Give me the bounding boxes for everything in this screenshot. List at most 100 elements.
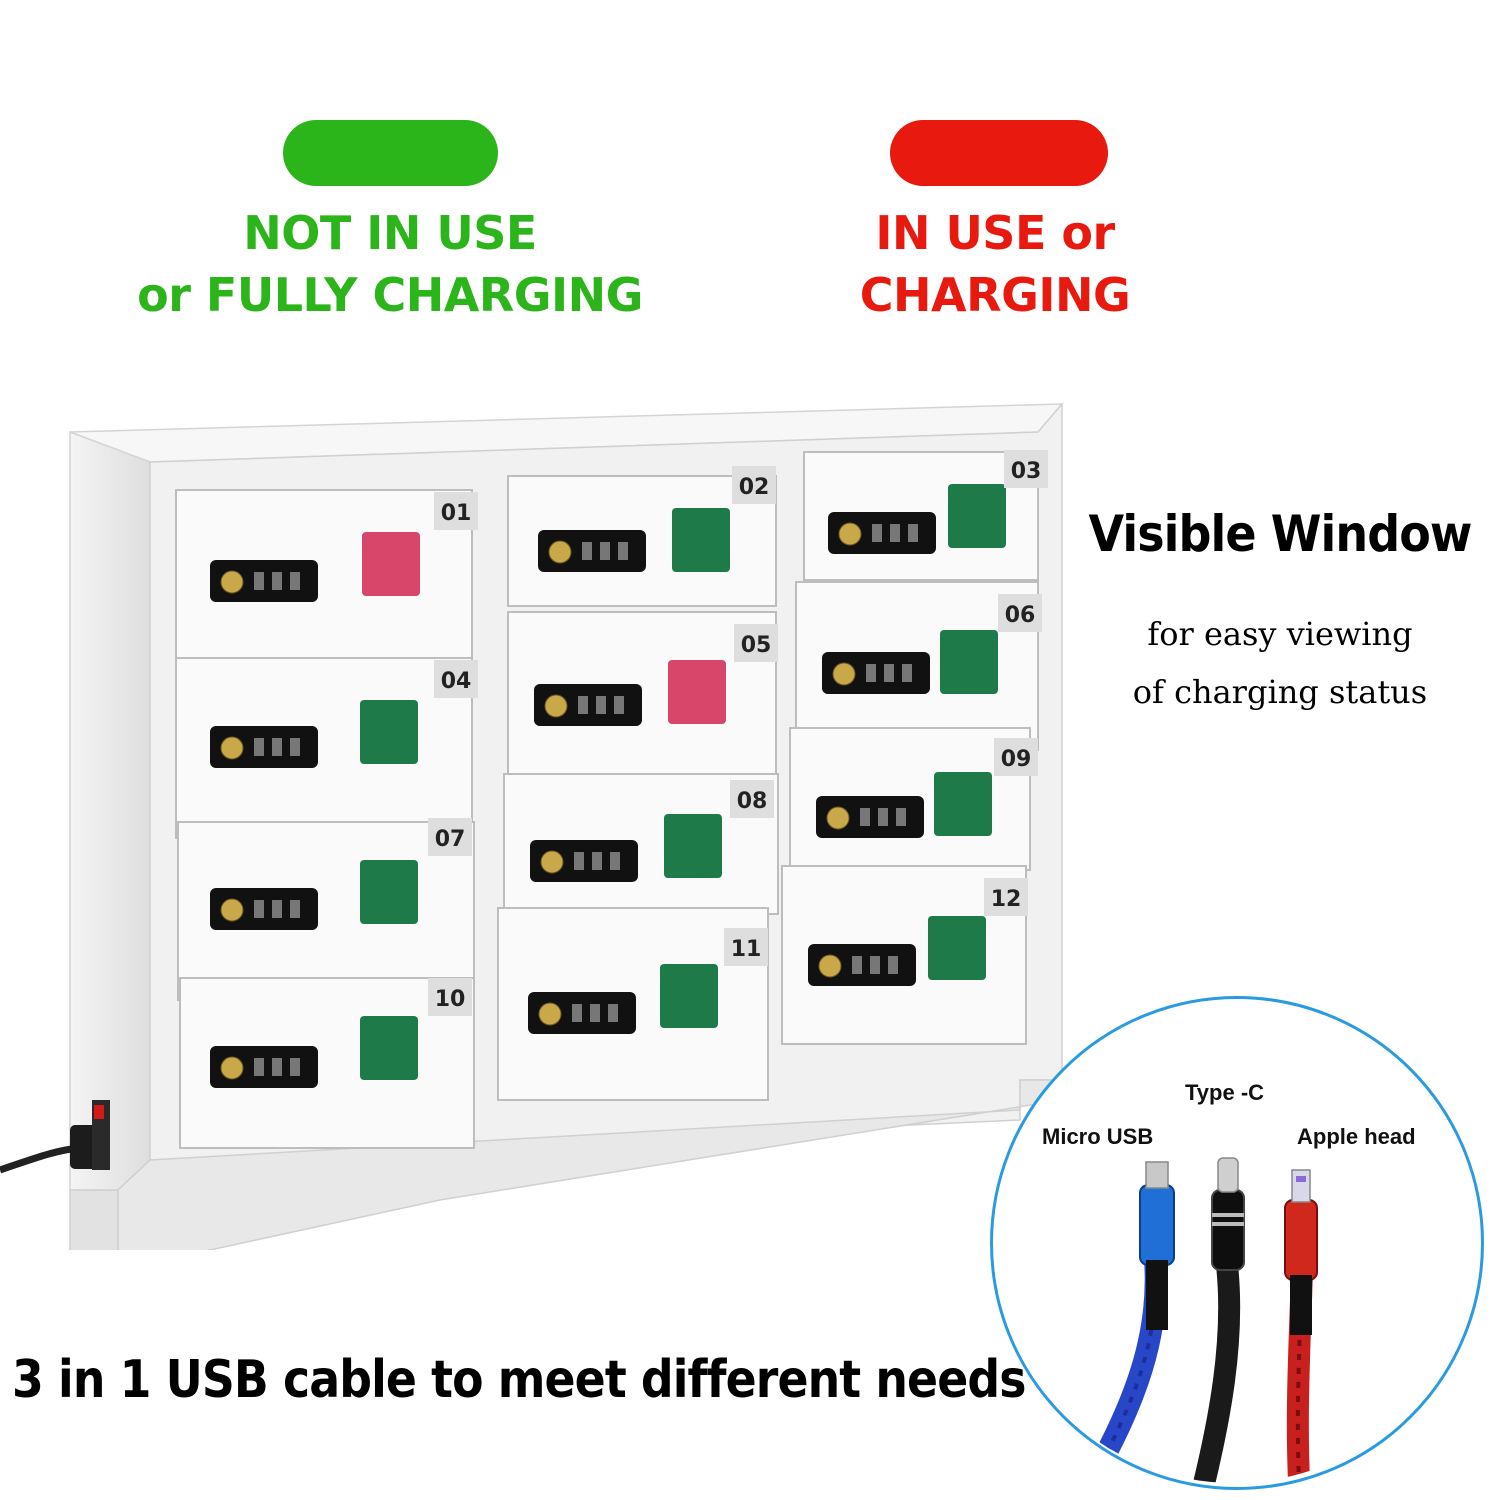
lock-dial <box>254 1058 264 1076</box>
in-use-legend-line1: IN USE or <box>875 206 1115 260</box>
locker-number: 03 <box>1011 459 1042 484</box>
micro-usb-tip <box>1145 1161 1169 1189</box>
lock-dial <box>290 1058 300 1076</box>
locker-number: 04 <box>441 669 472 694</box>
lock-dial <box>574 852 584 870</box>
status-window-red <box>668 660 726 724</box>
status-window-green <box>928 916 986 980</box>
visible-window-line2: of charging status <box>1132 673 1428 711</box>
lock-dial <box>608 1004 618 1022</box>
key-cylinder-icon <box>544 694 568 718</box>
status-window-green <box>360 860 418 924</box>
available-legend-line2: or FULLY CHARGING <box>137 268 643 322</box>
status-window-green <box>664 814 722 878</box>
key-cylinder-icon <box>540 850 564 874</box>
bottom-caption: 3 in 1 USB cable to meet different needs <box>12 1350 1026 1410</box>
key-cylinder-icon <box>220 1056 244 1080</box>
type-c-label: Type -C <box>1185 1080 1265 1105</box>
locker-number: 12 <box>991 887 1022 912</box>
lock-dial <box>908 524 918 542</box>
locker-number-badge <box>734 624 778 662</box>
available-legend-line1: NOT IN USE <box>243 206 537 260</box>
locker-number-badge <box>428 978 472 1016</box>
lock-dial <box>272 900 282 918</box>
locker-number: 07 <box>435 827 466 852</box>
status-window-green <box>948 484 1006 548</box>
key-cylinder-icon <box>538 1002 562 1026</box>
locker-number-badge <box>998 594 1042 632</box>
lock-dial <box>890 524 900 542</box>
lock-dial <box>884 664 894 682</box>
locker-05: 05 <box>507 611 778 791</box>
locker-number-badge <box>994 738 1038 776</box>
micro-usb-connector <box>1139 1184 1175 1266</box>
type-c-tip <box>1217 1157 1239 1193</box>
key-cylinder-icon <box>220 736 244 760</box>
lock-dial <box>860 808 870 826</box>
lock-dial <box>582 542 592 560</box>
locker-number: 10 <box>435 987 466 1012</box>
lock-dial <box>254 900 264 918</box>
locker-03: 03 <box>803 450 1048 581</box>
lock-dial <box>578 696 588 714</box>
key-cylinder-icon <box>220 898 244 922</box>
locker-02: 02 <box>507 466 777 607</box>
locker-number: 11 <box>731 937 762 962</box>
status-window-red <box>362 532 420 596</box>
type-c-cable <box>1189 1263 1241 1483</box>
lock-dial <box>870 956 880 974</box>
locker-04: 04 <box>175 657 478 839</box>
status-window-green <box>934 772 992 836</box>
apple-head-label: Apple head <box>1297 1124 1416 1149</box>
apple-connector <box>1284 1199 1318 1281</box>
lock-dial <box>272 572 282 590</box>
locker-number-badge <box>984 878 1028 916</box>
in-use-indicator-pill <box>890 120 1108 186</box>
lock-dial <box>614 696 624 714</box>
locker-number: 02 <box>739 475 770 500</box>
locker-10: 10 <box>179 977 475 1149</box>
locker-number: 08 <box>737 789 768 814</box>
lock-dial <box>872 524 882 542</box>
lock-dial <box>272 1058 282 1076</box>
lock-dial <box>902 664 912 682</box>
lock-dial <box>610 852 620 870</box>
power-switch <box>94 1105 104 1119</box>
micro-usb-cable <box>1070 1259 1167 1483</box>
type-c-connector <box>1211 1189 1245 1271</box>
locker-07: 07 <box>177 818 475 1001</box>
locker-number: 01 <box>441 501 472 526</box>
available-legend-text: NOT IN USE or FULLY CHARGING <box>120 202 660 326</box>
in-use-legend-line2: CHARGING <box>859 268 1131 322</box>
visible-window-line1: for easy viewing <box>1147 615 1413 653</box>
locker-number-badge <box>1004 450 1048 488</box>
micro-usb-label: Micro USB <box>1042 1124 1154 1149</box>
status-window-green <box>940 630 998 694</box>
key-cylinder-icon <box>818 954 842 978</box>
locker-number-badge <box>724 928 768 966</box>
locker-number-badge <box>732 466 776 504</box>
lock-dial <box>878 808 888 826</box>
locker-number: 06 <box>1005 603 1036 628</box>
lock-dial <box>290 572 300 590</box>
lock-dial <box>866 664 876 682</box>
locker-number-badge <box>434 492 478 530</box>
lock-dial <box>888 956 898 974</box>
lock-dial <box>618 542 628 560</box>
status-window-green <box>672 508 730 572</box>
lock-dial <box>254 738 264 756</box>
locker-06: 06 <box>795 581 1042 751</box>
lock-dial <box>290 738 300 756</box>
locker-11: 11 <box>497 907 769 1101</box>
key-cylinder-icon <box>220 570 244 594</box>
status-window-green <box>360 1016 418 1080</box>
lock-dial <box>852 956 862 974</box>
locker-12: 12 <box>781 865 1028 1045</box>
lock-dial <box>254 572 264 590</box>
lock-dial <box>596 696 606 714</box>
status-window-green <box>660 964 718 1028</box>
lock-dial <box>272 738 282 756</box>
